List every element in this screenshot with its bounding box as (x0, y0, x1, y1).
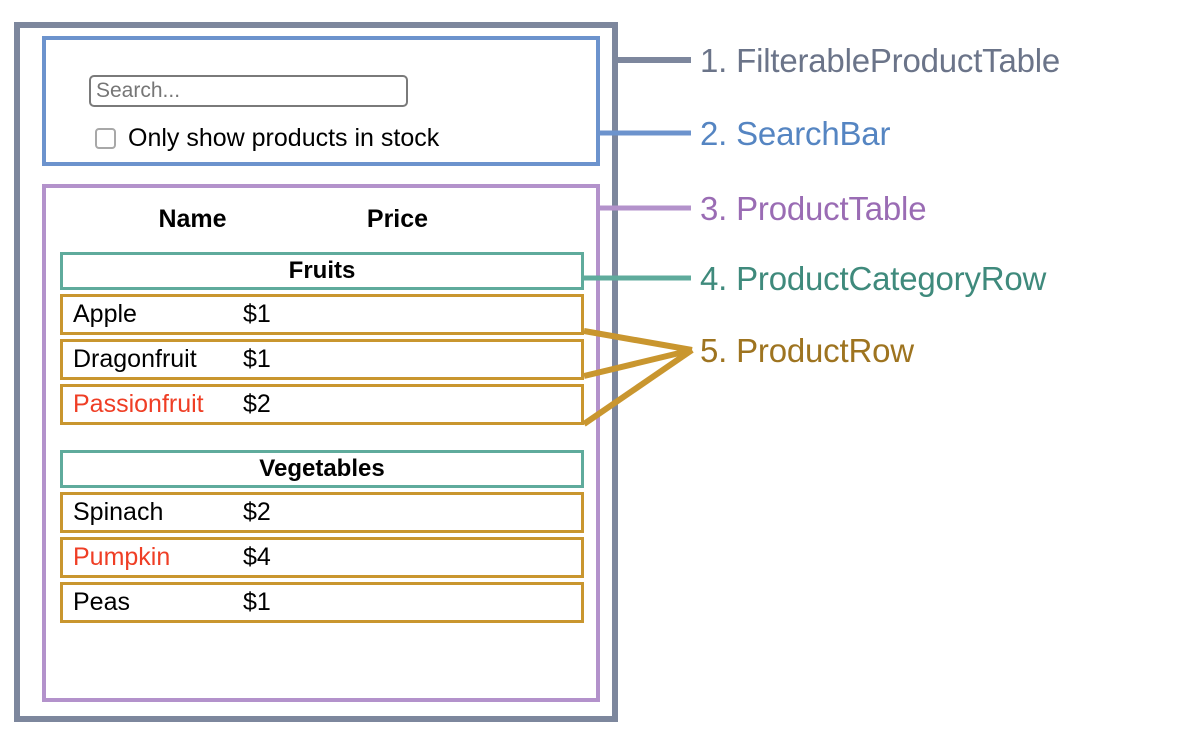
product-category-row: Fruits (60, 252, 584, 290)
product-row: Pumpkin $4 (60, 537, 584, 578)
product-row: Dragonfruit $1 (60, 339, 584, 380)
product-name: Peas (73, 588, 130, 616)
column-header-name: Name (158, 204, 227, 233)
legend-item-product-row: 5.ProductRow (700, 332, 914, 370)
product-category-label: Vegetables (259, 455, 385, 482)
product-price: $2 (243, 498, 271, 526)
legend-number: 1. (700, 42, 728, 79)
product-name: Dragonfruit (73, 345, 197, 373)
product-row: Apple $1 (60, 294, 584, 335)
product-row: Spinach $2 (60, 492, 584, 533)
product-price: $1 (243, 345, 271, 373)
in-stock-checkbox[interactable] (95, 127, 116, 149)
product-category-row: Vegetables (60, 450, 584, 488)
legend-number: 4. (700, 260, 728, 297)
legend-number: 2. (700, 115, 728, 152)
legend-number: 5. (700, 332, 728, 369)
legend-label: ProductTable (736, 190, 927, 227)
legend-item-filterable-product-table: 1.FilterableProductTable (700, 42, 1060, 80)
product-row: Peas $1 (60, 582, 584, 623)
product-name: Apple (73, 300, 137, 328)
group-spacer (60, 429, 584, 450)
in-stock-filter-row[interactable]: Only show products in stock (95, 124, 439, 152)
product-price: $2 (243, 390, 271, 418)
legend-item-product-category-row: 4.ProductCategoryRow (700, 260, 1046, 298)
legend-label: FilterableProductTable (736, 42, 1061, 79)
product-price: $1 (243, 588, 271, 616)
search-input[interactable] (89, 75, 408, 107)
product-price: $4 (243, 543, 271, 571)
product-name: Passionfruit (73, 390, 204, 418)
product-row: Passionfruit $2 (60, 384, 584, 425)
in-stock-checkbox-label: Only show products in stock (128, 124, 440, 152)
product-price: $1 (243, 300, 271, 328)
product-table-header: Name Price (60, 199, 584, 239)
legend-label: SearchBar (736, 115, 891, 152)
legend-item-search-bar: 2.SearchBar (700, 115, 890, 153)
product-category-label: Fruits (288, 257, 356, 284)
legend-label: ProductRow (736, 332, 914, 369)
column-header-price: Price (366, 204, 429, 233)
legend-label: ProductCategoryRow (736, 260, 1047, 297)
legend-item-product-table: 3.ProductTable (700, 190, 927, 228)
product-name: Spinach (73, 498, 164, 526)
product-name: Pumpkin (73, 543, 171, 571)
product-table-body: Fruits Apple $1 Dragonfruit $1 Passionfr… (60, 252, 584, 627)
legend-number: 3. (700, 190, 728, 227)
